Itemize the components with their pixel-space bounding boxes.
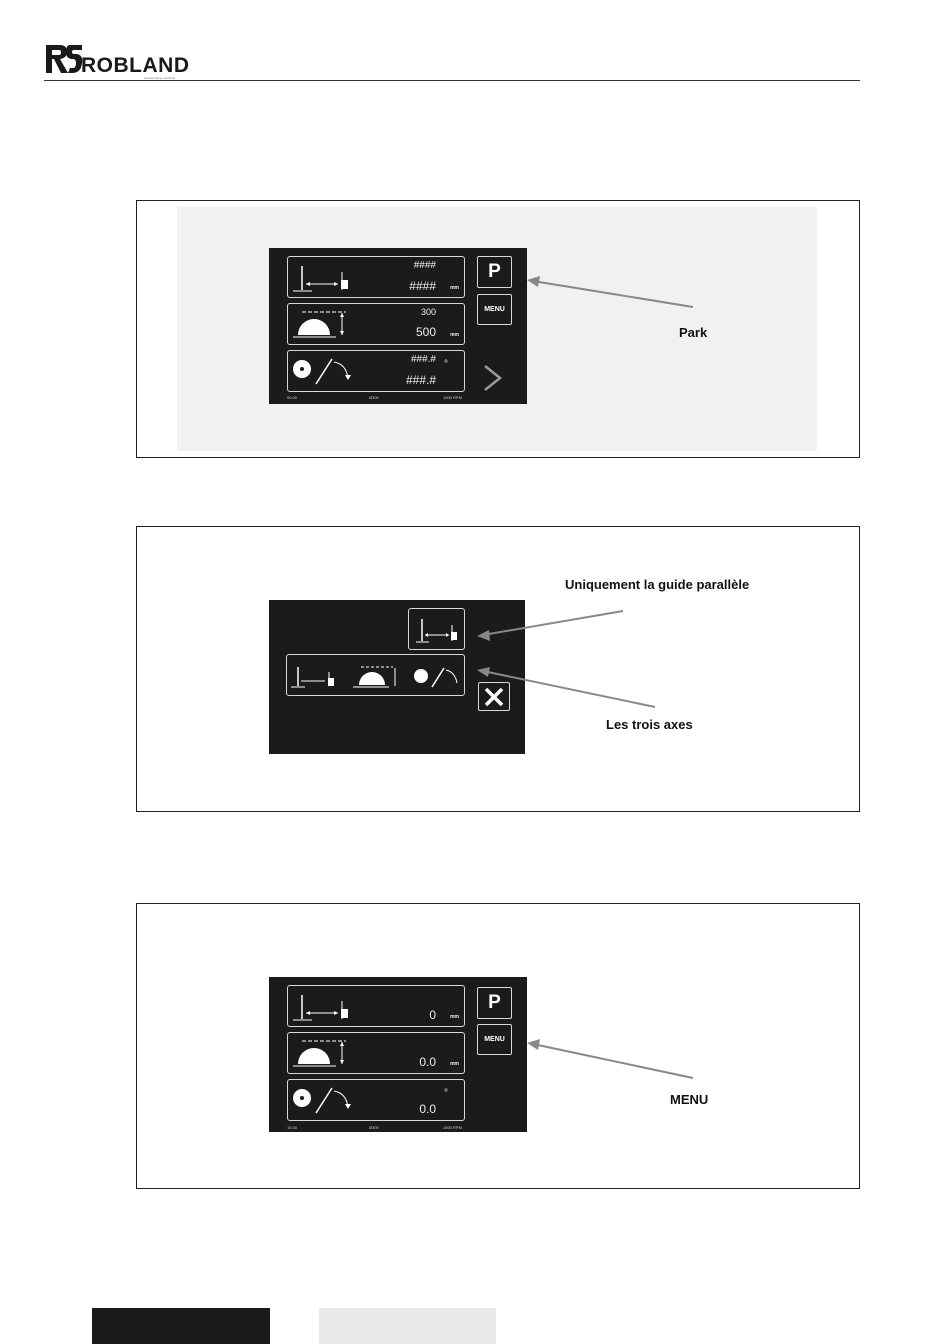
- brand-name: ROBLAND: [81, 54, 190, 78]
- footer-tab-dark: [92, 1308, 270, 1344]
- menu-callout-arrow: [137, 904, 859, 1188]
- park-callout-label: Park: [679, 325, 707, 340]
- parallel-guide-callout-label: Uniquement la guide parallèle: [565, 577, 749, 592]
- robland-logo: ROBLAND woodworking machines: [44, 42, 214, 82]
- footer-tab-light: [319, 1308, 496, 1344]
- park-callout-arrow: [137, 201, 859, 457]
- header-divider: [44, 80, 860, 81]
- figure-park-options: Uniquement la guide parallèle Les trois …: [136, 526, 860, 812]
- figure-park: #### #### mm 300 500 mm: [136, 200, 860, 458]
- figure-menu: 0 mm 0.0 mm 0.0 ° P: [136, 903, 860, 1189]
- three-axes-callout-label: Les trois axes: [606, 717, 693, 732]
- park-options-callout-arrows: [137, 527, 859, 811]
- robland-logo-mark: [44, 42, 84, 76]
- menu-callout-label: MENU: [670, 1092, 708, 1107]
